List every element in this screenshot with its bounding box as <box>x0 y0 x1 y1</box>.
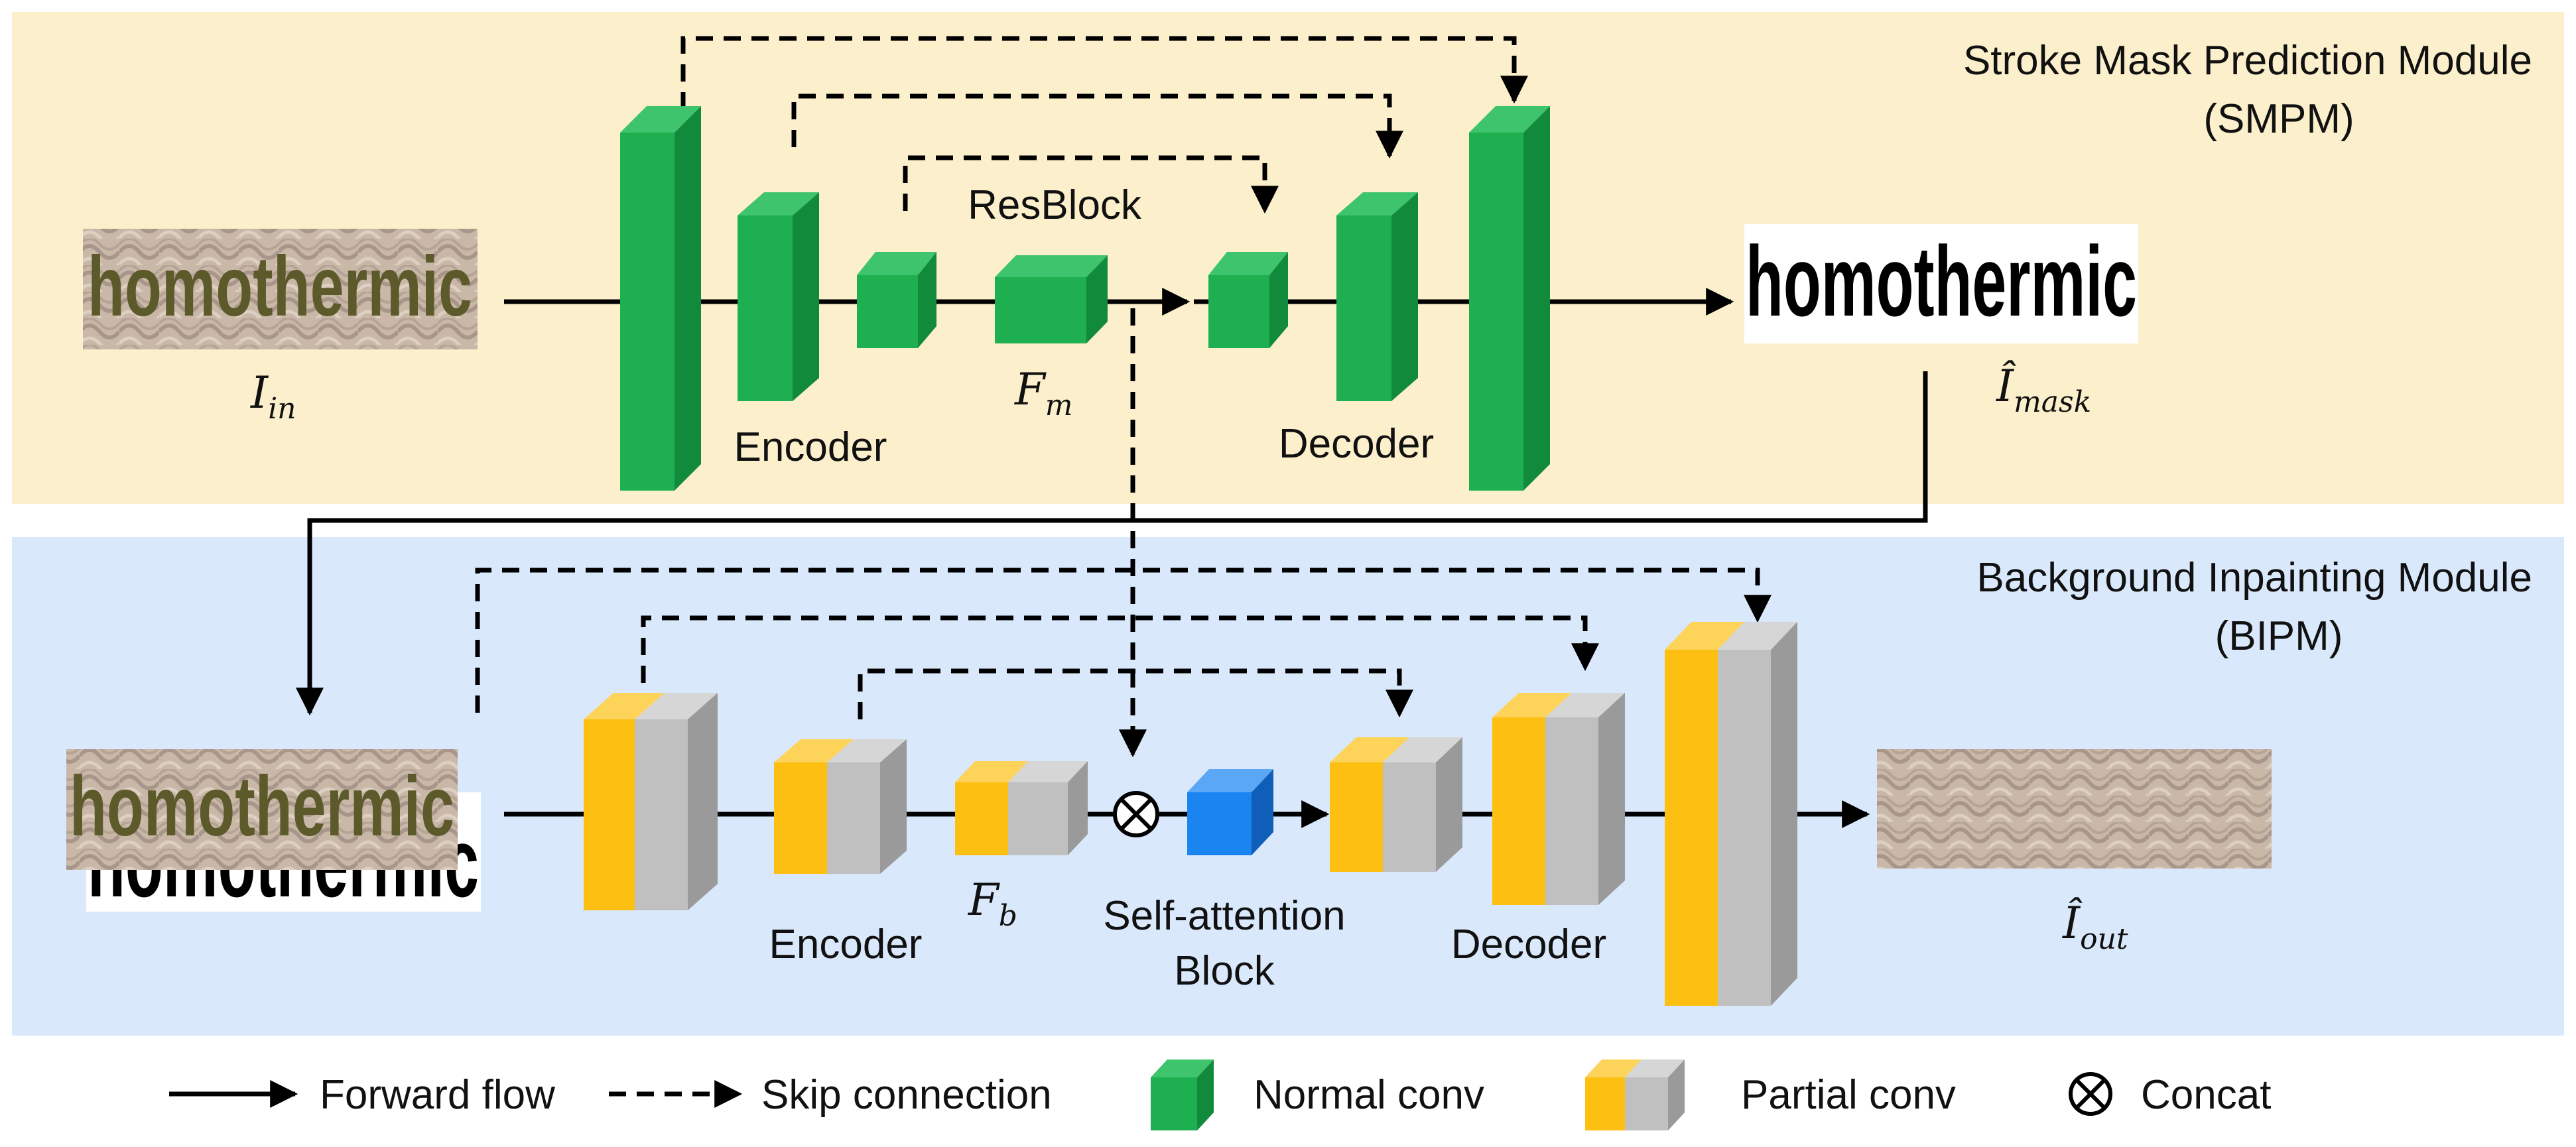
legend-normal-conv-icon <box>1151 1059 1214 1130</box>
bipm-decoder-pconv-2 <box>1492 693 1625 905</box>
legend-forward-label: Forward flow <box>320 1072 555 1118</box>
bipm-encoder-pconv-2 <box>774 739 907 874</box>
bipm-skip-connections <box>475 568 1771 719</box>
smpm-abbr: (SMPM) <box>2203 96 2354 142</box>
attention-label-line1: Self-attention <box>1103 893 1345 939</box>
smpm-encoder-conv-3 <box>857 252 936 348</box>
bipm-decoder-pconv-1 <box>1330 737 1462 872</box>
smpm-skip-connections <box>680 36 1528 214</box>
smpm-title: Stroke Mask Prediction Module <box>1963 38 2532 84</box>
smpm-encoder-label: Encoder <box>734 424 887 470</box>
smpm-input-label: Iin <box>250 367 296 426</box>
smpm-input-image: homothermic <box>83 229 478 349</box>
bipm-input-image: homothermic homothermic <box>66 749 481 918</box>
bipm-encoder-label: Encoder <box>769 922 923 967</box>
bipm-encoder-pconv-1 <box>584 693 718 910</box>
smpm-decoder-conv-2 <box>1336 192 1418 401</box>
smpm-decoder-conv-3 <box>1469 106 1550 491</box>
bipm-title: Background Inpainting Module <box>1976 555 2532 601</box>
smpm-output-mask: homothermic <box>1744 224 2138 343</box>
legend: Forward flow Skip connection Normal conv… <box>169 1059 2271 1130</box>
legend-normal-label: Normal conv <box>1254 1072 1484 1118</box>
smpm-resblock-label: ResBlock <box>968 182 1142 228</box>
attention-label-line2: Block <box>1174 948 1275 994</box>
svg-text:homothermic: homothermic <box>70 759 454 854</box>
svg-text:homothermic: homothermic <box>1746 225 2137 337</box>
legend-partial-conv-icon <box>1585 1059 1685 1130</box>
bipm-decoder-label: Decoder <box>1451 922 1606 967</box>
smpm-output-label: Îmask <box>1996 361 2091 419</box>
bipm-abbr: (BIPM) <box>2215 613 2343 659</box>
concat-circle-icon <box>1113 791 1159 837</box>
smpm-decoder-label: Decoder <box>1279 421 1434 467</box>
bipm-output-image <box>1877 749 2272 869</box>
bipm-fb-pconv <box>955 761 1088 855</box>
smpm-resblock <box>995 255 1108 343</box>
legend-concat-icon <box>2069 1072 2112 1116</box>
legend-concat-label: Concat <box>2141 1072 2271 1118</box>
bipm-decoder-pconv-3 <box>1665 622 1797 1006</box>
legend-partial-label: Partial conv <box>1741 1072 1956 1118</box>
legend-skip-label: Skip connection <box>761 1072 1052 1118</box>
bipm-output-label: Îout <box>2062 898 2128 956</box>
mask-to-bipm-connector <box>296 371 1928 716</box>
self-attention-block <box>1187 769 1273 855</box>
svg-text:homothermic: homothermic <box>88 239 472 334</box>
smpm-encoder-conv-1 <box>620 106 701 491</box>
smpm-feature-label: Fm <box>1014 364 1073 422</box>
smpm-encoder-conv-2 <box>738 192 819 401</box>
smpm-decoder-conv-1 <box>1208 252 1288 348</box>
bipm-feature-label: Fb <box>968 875 1017 933</box>
